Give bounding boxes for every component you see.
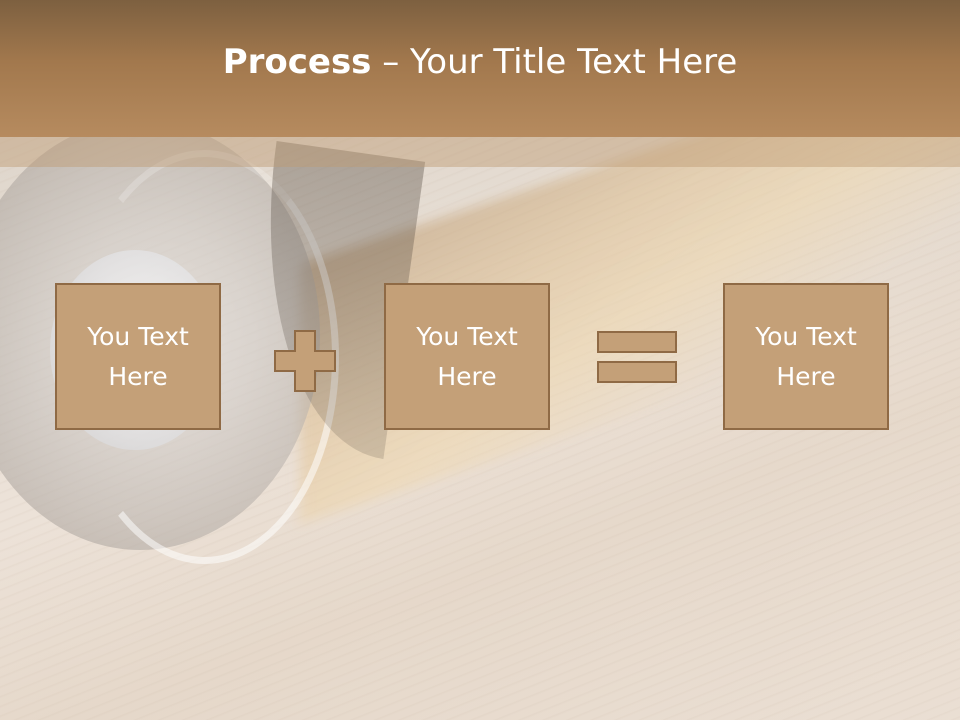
title-rest: – Your Title Text Here	[371, 41, 738, 82]
title-bar: Process – Your Title Text Here	[0, 0, 960, 137]
title-bar-shadow	[0, 137, 960, 167]
process-box-text: You Text Here	[87, 317, 189, 397]
process-box-1[interactable]: You Text Here	[55, 283, 221, 430]
slide-title[interactable]: Process – Your Title Text Here	[223, 42, 738, 82]
process-box-2[interactable]: You Text Here	[384, 283, 550, 430]
process-box-line2: Here	[108, 361, 168, 391]
process-box-text: You Text Here	[755, 317, 857, 397]
title-bold: Process	[222, 41, 372, 82]
process-box-line2: Here	[776, 361, 836, 391]
equals-icon	[597, 331, 677, 383]
process-box-3[interactable]: You Text Here	[723, 283, 889, 430]
process-box-line1: You Text	[416, 321, 518, 351]
process-box-line2: Here	[437, 361, 497, 391]
process-box-line1: You Text	[87, 321, 189, 351]
process-box-text: You Text Here	[416, 317, 518, 397]
process-box-line1: You Text	[755, 321, 857, 351]
plus-icon	[274, 330, 336, 392]
